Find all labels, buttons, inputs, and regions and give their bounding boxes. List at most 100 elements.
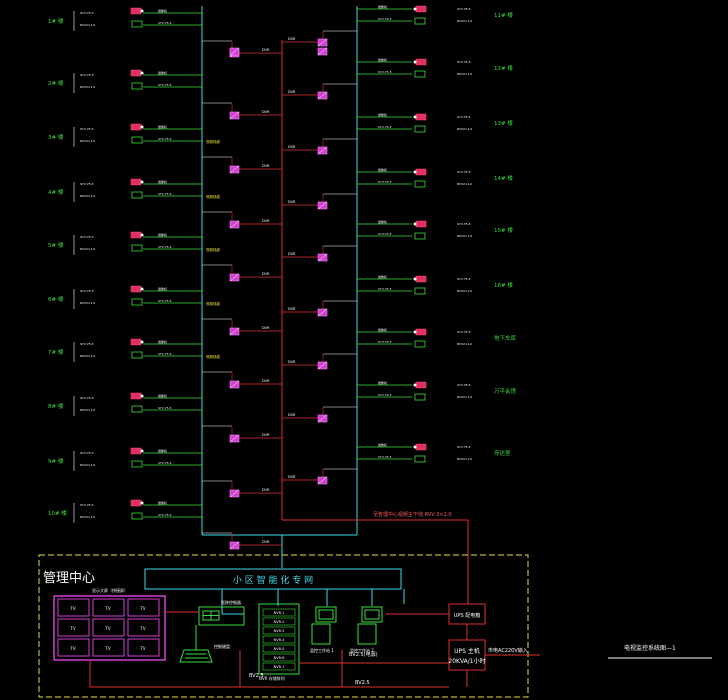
cable-note: 视频线缆 [206, 301, 220, 306]
left-building-label: 4# 楼 [48, 188, 64, 196]
camera-icon [413, 5, 427, 13]
cable-label: RVV2×1.0 [457, 182, 472, 186]
rack-frame [258, 603, 300, 675]
dvr-diagonal [229, 541, 240, 550]
camera-icon [130, 392, 144, 400]
right-building-label: 11# 楼 [494, 11, 513, 19]
branch-cable-label: SYV-75-5 [378, 340, 392, 344]
dvr-label: DVR [262, 164, 270, 168]
bv-label-2: BV2.5 [355, 680, 370, 686]
cable-label: RVV2×1.0 [457, 234, 472, 238]
monitor-icon [414, 455, 426, 463]
screen-label: TV [104, 646, 110, 651]
screen-label: TV [139, 626, 145, 631]
branch-cable-label: SYV-75-5 [158, 513, 172, 517]
video-wall-frame [53, 595, 166, 661]
right-building-label: 16# 楼 [494, 281, 513, 289]
branch-cable-label: 摄像机 [158, 179, 167, 184]
left-building-label: 8# 楼 [48, 402, 64, 410]
monitor-icon [131, 351, 143, 359]
dvr-label: DVR [288, 200, 296, 204]
cable-label: SYV-75-5 [80, 11, 94, 15]
screen-label: TV [69, 606, 75, 611]
matrix-controller [198, 606, 245, 626]
power-label: 市电AC220V输入 [488, 647, 528, 654]
dvr-diagonal [317, 146, 328, 155]
video-wall-screen [127, 598, 160, 617]
cable-label: SYV-75-5 [80, 182, 94, 186]
dvr-label: DVR [288, 475, 296, 479]
branch-cable-label: 摄像机 [158, 448, 167, 453]
video-wall-screen [92, 618, 125, 637]
dvr-diagonal [317, 361, 328, 370]
control-keyboard-icon [179, 649, 213, 663]
video-wall-screen [92, 598, 125, 617]
branch-cable-label: 摄像机 [158, 500, 167, 505]
monitor-icon [414, 180, 426, 188]
branch-cable-label: 摄像机 [158, 393, 167, 398]
cable-label: RVV2×1.0 [457, 127, 472, 131]
dvr-diagonal [229, 220, 240, 229]
video-wall-screen [57, 638, 90, 657]
video-wall-screen [57, 598, 90, 617]
rack-unit-label: NVR-4 [274, 638, 286, 642]
cable-label: RVV2×1.0 [80, 463, 95, 467]
branch-cable-label: 摄像机 [158, 70, 167, 75]
cable-label: SYV-75-5 [80, 127, 94, 131]
branch-cable-label: SYV-75-5 [378, 287, 392, 291]
cable-label: RVV2×1.0 [457, 342, 472, 346]
camera-icon [130, 123, 144, 131]
camera-icon [130, 178, 144, 186]
branch-cable-label: SYV-75-5 [158, 137, 172, 141]
dvr-label: DVR [262, 433, 270, 437]
cable-label: SYV-75-5 [80, 503, 94, 507]
dvr-diagonal [229, 489, 240, 498]
left-building-label: 9# 楼 [48, 457, 64, 465]
trunk-note: 至管理中心视频主干线 RVV 3×2.0 [373, 511, 452, 518]
dvr-diagonal [317, 414, 328, 423]
diagram-title: 电视监控系统图—1 [624, 644, 676, 652]
left-building-label: 10# 楼 [48, 509, 67, 517]
cable-label: SYV-75-5 [457, 7, 471, 11]
branch-cable-label: 摄像机 [378, 4, 387, 9]
dvr-diagonal [229, 165, 240, 174]
dvr-diagonal [229, 327, 240, 336]
monitor-icon [414, 393, 426, 401]
branch-cable-label: SYV-75-5 [378, 17, 392, 21]
branch-cable-label: SYV-75-5 [158, 245, 172, 249]
right-building-label: 万平会馆 [494, 387, 517, 395]
camera-icon [413, 220, 427, 228]
cable-label: SYV-75-5 [80, 396, 94, 400]
left-building-label: 5# 楼 [48, 241, 64, 249]
branch-cable-label: SYV-75-5 [158, 461, 172, 465]
video-wall-caption: 显示大屏（拼接屏） [92, 587, 128, 593]
cable-label: SYV-75-5 [457, 222, 471, 226]
left-building-label: 3# 楼 [48, 133, 64, 141]
cable-label: RVV2×1.0 [457, 19, 472, 23]
rack-unit-label: NVR-1 [274, 611, 285, 615]
rack-unit [262, 608, 296, 617]
management-center-label: 管理中心 [43, 571, 95, 586]
dvr-diagonal [317, 47, 328, 56]
dvr-label: DVR [262, 272, 270, 276]
branch-cable-label: 摄像机 [378, 219, 387, 224]
rack-unit-label: NVR-5 [274, 647, 285, 651]
left-building-label: 1# 楼 [48, 17, 64, 25]
cable-label: SYV-75-5 [457, 277, 471, 281]
branch-cable-label: SYV-75-5 [378, 125, 392, 129]
right-building-label: 传达室 [494, 449, 511, 457]
private-network-label: 小 区 智 能 化 专 网 [233, 574, 313, 586]
right-building-label: 13# 楼 [494, 119, 513, 127]
dvr-label: DVR [288, 145, 296, 149]
dvr-label: DVR [288, 37, 296, 41]
dvr-label: DVR [262, 326, 270, 330]
rack-unit [262, 635, 296, 644]
dvr-label: DVR [262, 379, 270, 383]
dvr-label: DVR [262, 540, 270, 544]
branch-cable-label: 摄像机 [158, 286, 167, 291]
right-building-label: 地下车库 [494, 334, 517, 342]
branch-cable-label: 摄像机 [158, 124, 167, 129]
